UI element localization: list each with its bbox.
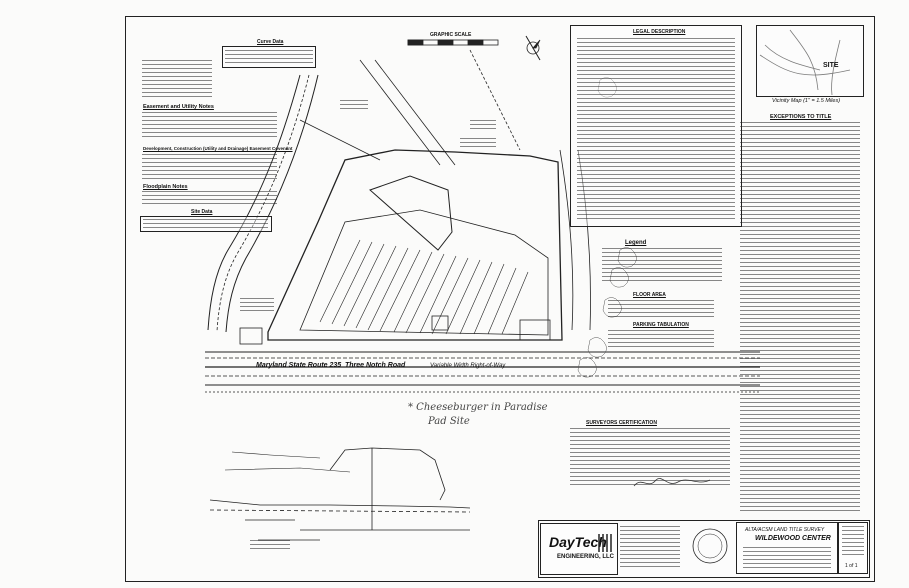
adjoiner-annotation [460, 138, 496, 150]
survey-type: ALTA/ACSM LAND TITLE SURVEY [745, 527, 825, 533]
parking-tabulation-text [608, 330, 714, 348]
legend-entries [602, 248, 722, 284]
easement-notes-title: Easement and Utility Notes [143, 104, 214, 110]
vicinity-map: SITE [756, 25, 864, 97]
easement-notes-text [142, 112, 277, 140]
exceptions-text [740, 122, 860, 512]
floor-area-text [608, 300, 714, 318]
road-label-three-notch: Three Notch Road [345, 362, 406, 369]
curve-data-table: Curve Data [222, 39, 316, 68]
project-name: WILDEWOOD CENTER [755, 535, 831, 542]
firm-logo-mark [598, 534, 612, 552]
firm-name: DayTech [549, 534, 607, 550]
vicinity-site-label: SITE [823, 62, 839, 69]
parking-tabulation-title: PARKING TABULATION [633, 322, 689, 328]
legal-description-box: LEGAL DESCRIPTION [570, 25, 742, 227]
surveyor-certification-text [570, 428, 730, 486]
road-label-route-235: Maryland State Route 235 [256, 362, 342, 369]
profile-note [250, 540, 290, 552]
site-data-table: Site Data [140, 209, 272, 232]
sheet-number-box: 1 of 1 [838, 522, 868, 574]
general-notes-text [142, 60, 212, 98]
firm-subtitle: ENGINEERING, LLC [557, 554, 615, 560]
project-title-box: ALTA/ACSM LAND TITLE SURVEY WILDEWOOD CE… [736, 522, 838, 574]
revisions-table [620, 526, 680, 570]
development-notes-title: Development, Construction (Utility and D… [143, 146, 293, 151]
row-label: Variable Width Right-of-Way [430, 363, 506, 369]
development-notes-text [142, 154, 277, 182]
floodplain-notes-text [142, 191, 277, 207]
surveyor-title: SURVEYORS CERTIFICATION [586, 420, 657, 426]
surveyor-signature [633, 478, 711, 487]
floor-area-title: FLOOR AREA [633, 292, 666, 298]
firm-logo-box: DayTech ENGINEERING, LLC [540, 523, 618, 575]
floodplain-notes-title: Floodplain Notes [143, 184, 188, 190]
handwritten-note-pad-site: Pad Site [428, 416, 470, 427]
handwritten-note: * Cheeseburger in Paradise [408, 402, 548, 413]
sheet-border [125, 16, 875, 582]
parcel-annotation [240, 298, 274, 312]
adjoiner-annotation-2 [340, 100, 368, 110]
sheet-number: 1 of 1 [845, 563, 858, 569]
graphic-scale-label: GRAPHIC SCALE [430, 32, 472, 38]
adjoiner-annotation-3 [470, 120, 496, 130]
exceptions-title: EXCEPTIONS TO TITLE [770, 114, 832, 120]
legend-title: Legend [625, 240, 647, 246]
legal-description-text [577, 38, 735, 221]
vicinity-map-title: Vicinity Map (1" = 1.5 Miles) [772, 98, 841, 104]
professional-seal [692, 528, 728, 564]
